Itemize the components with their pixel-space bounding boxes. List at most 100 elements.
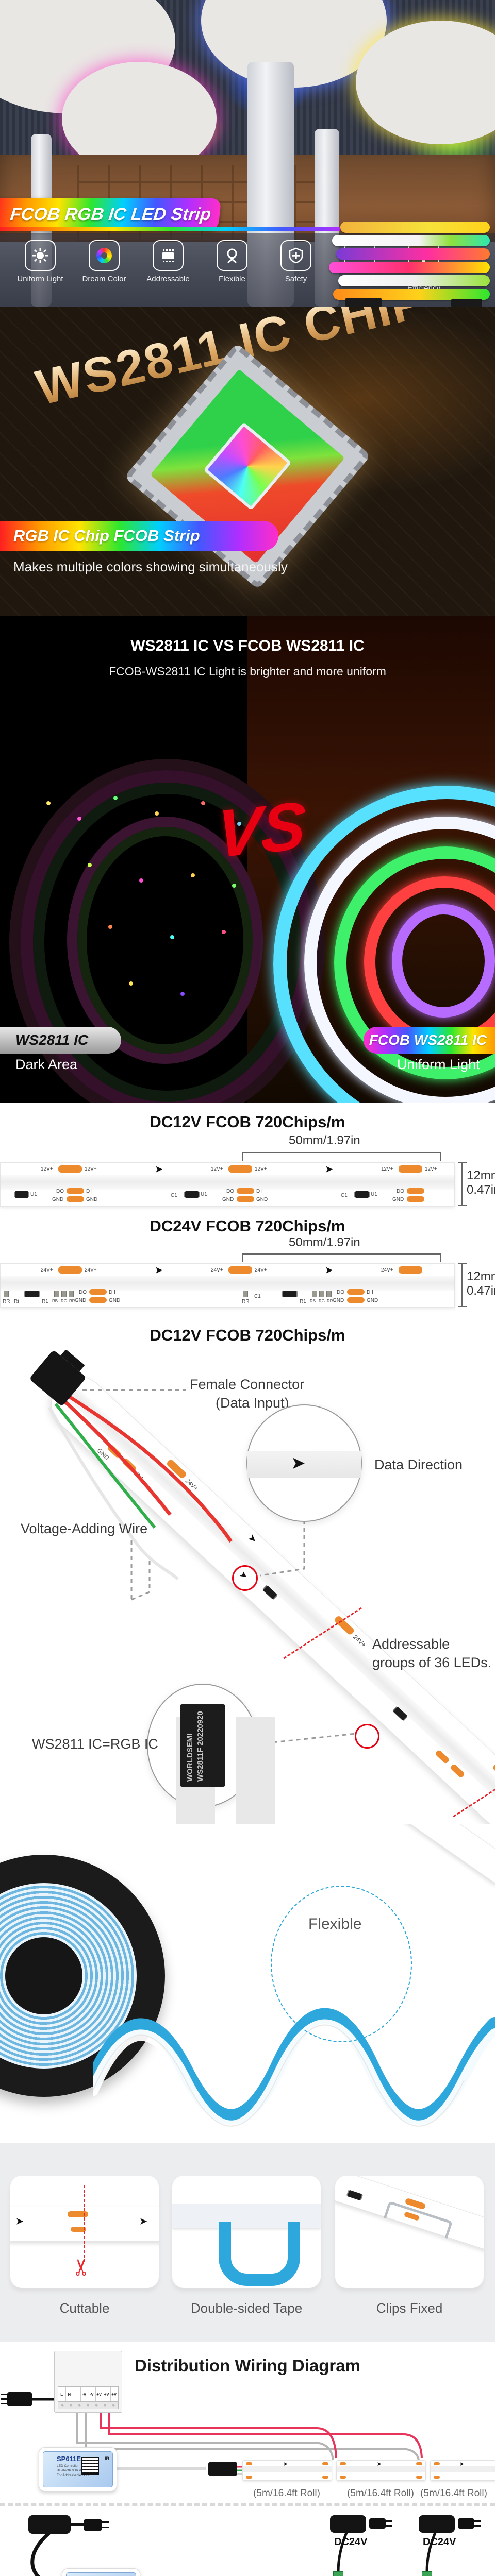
female-connector-label: Female Connector (190, 1377, 305, 1392)
psu-screws (58, 2402, 119, 2409)
pad-label: DO (56, 1189, 64, 1194)
pad-label: 12V+ (85, 1166, 97, 1172)
width-dimension-label: 50mm/1.97in (289, 1133, 360, 1147)
terminal-neg: -V (88, 2387, 96, 2401)
rainbow-divider-bar (0, 227, 340, 231)
dark-area-caption: Dark Area (15, 1057, 78, 1072)
pad-label: GND (333, 1298, 344, 1303)
feature-label: Safety (285, 275, 307, 283)
power-pad (228, 1266, 252, 1274)
resistor (312, 1291, 317, 1297)
comparison-subtitle: FCOB-WS2811 IC Light is brighter and mor… (109, 665, 386, 678)
data-input-label: (Data Input) (216, 1395, 289, 1411)
pad-label: 24V+ (255, 1267, 267, 1273)
power-inject-terminal (422, 2571, 432, 2576)
dc-adapter (28, 2515, 71, 2534)
scissors-icon: ✂ (69, 2258, 94, 2277)
ic-magnifier: WORLDSEMI WS2811F 20220920 (147, 1684, 258, 1807)
height-dimension-label: 12mm/ 0.47in (467, 1168, 495, 1197)
ws2811-equals-rgb-label: WS2811 IC=RGB IC (32, 1736, 158, 1752)
resistor (243, 1291, 248, 1297)
strip-end (376, 1824, 495, 1890)
feature-label: Flexible (219, 275, 245, 283)
pad-label: DO (397, 1189, 404, 1194)
cuttable-card: ➤ ➤ ✂ (10, 2176, 159, 2288)
power-pad (399, 1266, 422, 1274)
terminal-l: L (58, 2387, 66, 2401)
4pin-connector (208, 2462, 237, 2476)
arrow: ➤ (140, 2216, 147, 2226)
controller-label: SP611E LED Controller Bluetooth & IR & M… (66, 2572, 136, 2576)
diagram-wires-overlay (48, 1389, 356, 1745)
power-pad (58, 1165, 82, 1173)
comparison-title: WS2811 IC VS FCOB WS2811 IC (130, 637, 365, 654)
addressable-chip-icon (153, 240, 184, 271)
pad-label: DO (79, 1290, 87, 1295)
ic-brand: WORLDSEMI (186, 1733, 194, 1782)
cut-line (84, 2185, 85, 2262)
clips-card (335, 2176, 484, 2288)
data-pad (71, 2227, 86, 2232)
sp611e-controller: SP611E LED Controller Bluetooth & IR & M… (62, 2568, 140, 2576)
small-arrow: ➤ (237, 1568, 250, 1582)
resistor (4, 1291, 9, 1297)
dc24v-label-2: DC24V (423, 2536, 456, 2548)
mounting-options-section: ➤ ➤ ✂ Cuttable Double-sided Tape Clips F… (0, 2143, 495, 2342)
plug-prongs (386, 2520, 392, 2522)
dream-color-icon (89, 240, 120, 271)
width-dimension-line (242, 1152, 441, 1161)
res-label: RR (242, 1299, 250, 1304)
terminal-n: N (66, 2387, 73, 2401)
ic-model: WS2811F (196, 1748, 205, 1782)
strip-roll-3: ➤ (430, 2460, 495, 2481)
clips-caption: Clips Fixed (376, 2300, 443, 2316)
gnd-pad (67, 1196, 84, 1202)
chip-banner: RGB IC Chip FCOB Strip (0, 521, 278, 551)
wiring-title: Distribution Wiring Diagram (135, 2356, 360, 2375)
height-dimension-line (458, 1263, 467, 1307)
ir-label: IR (105, 2456, 109, 2461)
resistor (326, 1291, 332, 1297)
hero-title-banner: FCOB RGB IC LED Strip (0, 198, 222, 230)
power-pad (58, 1266, 82, 1274)
data-pad (407, 1188, 424, 1194)
uniform-light-icon (25, 240, 56, 271)
dc24v-strip-diagram: 24V+ 24V+ ➤ 24V+ 24V+ ➤ 24V+ RR Ri R1 RB… (0, 1263, 455, 1308)
plug-prongs (102, 2521, 109, 2523)
pad-label: 12V+ (41, 1166, 53, 1172)
terminal-pos: +V (103, 2387, 111, 2401)
voltage-adding-wire-label: Voltage-Adding Wire (21, 1521, 148, 1536)
hero-showroom-section: FCOB RGB IC LED Strip Uniform Light Drea… (0, 0, 495, 307)
comparison-section: WS2811 IC VS FCOB WS2811 IC FCOB-WS2811 … (0, 616, 495, 1103)
feature-dream-color: Dream Color (79, 240, 129, 307)
feature-flexible: Flexible (207, 240, 257, 307)
terminal-pos: +V (96, 2387, 103, 2401)
fcob-label: FCOB WS2811 IC (369, 1032, 487, 1048)
tape-caption: Double-sided Tape (190, 2300, 303, 2316)
controller-label: SP611E LED Controller Bluetooth & IR & M… (43, 2451, 113, 2487)
dc12v-strip-diagram: 12V+ 12V+ ➤ 12V+ 12V+ ➤ 12V+ 12V+ U1 DO … (0, 1162, 455, 1207)
height-dim-2: 0.47in (467, 1183, 495, 1197)
roll-label: (5m/16.4ft Roll) (420, 2488, 487, 2499)
terminal-neg: -V (81, 2387, 88, 2401)
power-pad (68, 2211, 88, 2217)
cap-label: C1 (341, 1193, 348, 1198)
data-direction-arrow: ➤ (155, 1164, 163, 1174)
ws2811-ic (185, 1191, 199, 1198)
res-label: RG (319, 1299, 325, 1303)
spec-heading-12v-detail: DC12V FCOB 720Chips/m (150, 1326, 345, 1344)
height-dimension-label: 12mm/ 0.47in (467, 1269, 495, 1298)
arrow: ➤ (16, 2216, 24, 2226)
ic-highlight-ring (355, 1724, 380, 1749)
ws2811-label-pill: WS2811 IC (0, 1027, 121, 1054)
ws2811-ic (347, 2190, 362, 2201)
resistor (54, 1291, 59, 1297)
pad-label: 12V+ (255, 1166, 267, 1172)
res-label: R1 (300, 1299, 306, 1304)
terminal-blank (73, 2387, 81, 2401)
ws2811-ic (283, 1291, 296, 1297)
feature-safety: Safety (271, 240, 321, 307)
pad-label: 12V+ (381, 1166, 393, 1172)
data-direction-arrow: ➤ (155, 1265, 163, 1275)
